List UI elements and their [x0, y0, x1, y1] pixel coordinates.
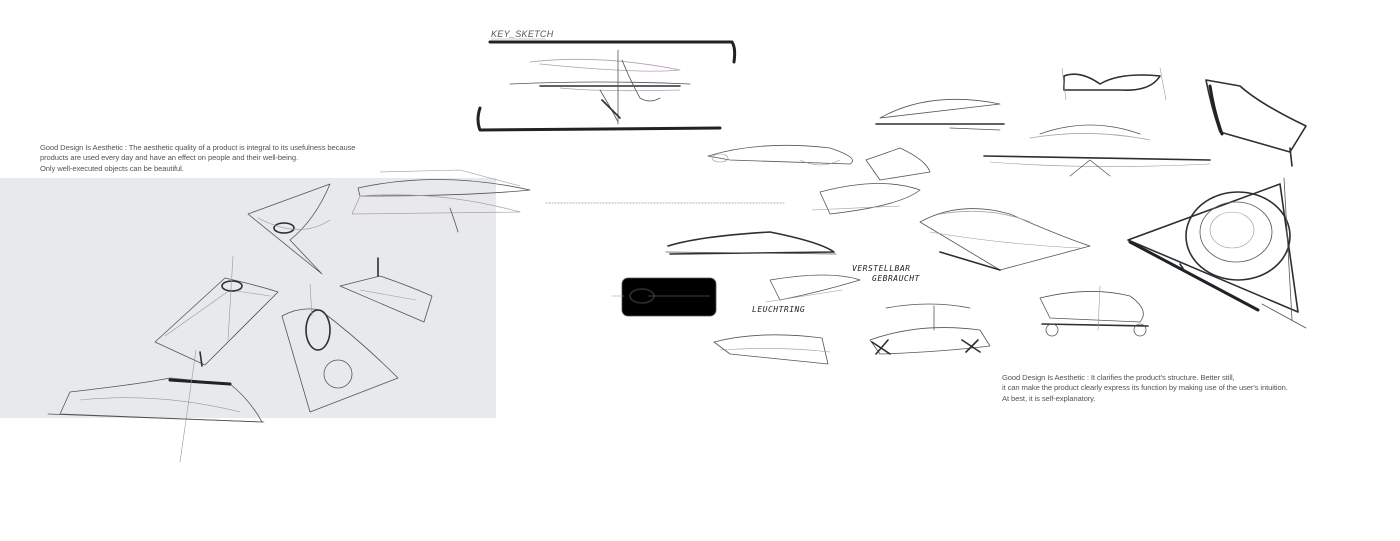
text-line: Only well-executed objects can be beauti…	[40, 163, 184, 173]
annotation-gebraucht: GEBRAUCHT	[872, 274, 920, 283]
text-line: it can make the product clearly express …	[1002, 383, 1288, 393]
annotation-verstellbar: VERSTELLBAR	[852, 264, 911, 273]
aesthetic-text-block-2: Good Design Is Aesthetic : It clarifies …	[1002, 373, 1288, 404]
aesthetic-text-block-1: Good Design Is Aesthetic : The aesthetic…	[40, 143, 356, 174]
text-line: products are used every day and have an …	[40, 153, 299, 163]
text-line: Good Design Is Aesthetic : The aesthetic…	[40, 143, 356, 152]
center-right-sketches	[611, 67, 1307, 365]
sketch-background-panel	[0, 178, 496, 418]
key-sketch-drawing	[476, 38, 737, 132]
text-line: Good Design Is Aesthetic : It clarifies …	[1002, 373, 1235, 382]
large-lamp-sketch	[1127, 177, 1307, 329]
annotation-leuchtring: LEUCHTRING	[752, 305, 806, 314]
left-panel-sketches	[47, 169, 531, 463]
key-sketch-label: KEY_SKETCH	[491, 29, 554, 39]
text-line: At best, it is self-explanatory.	[1002, 393, 1096, 403]
